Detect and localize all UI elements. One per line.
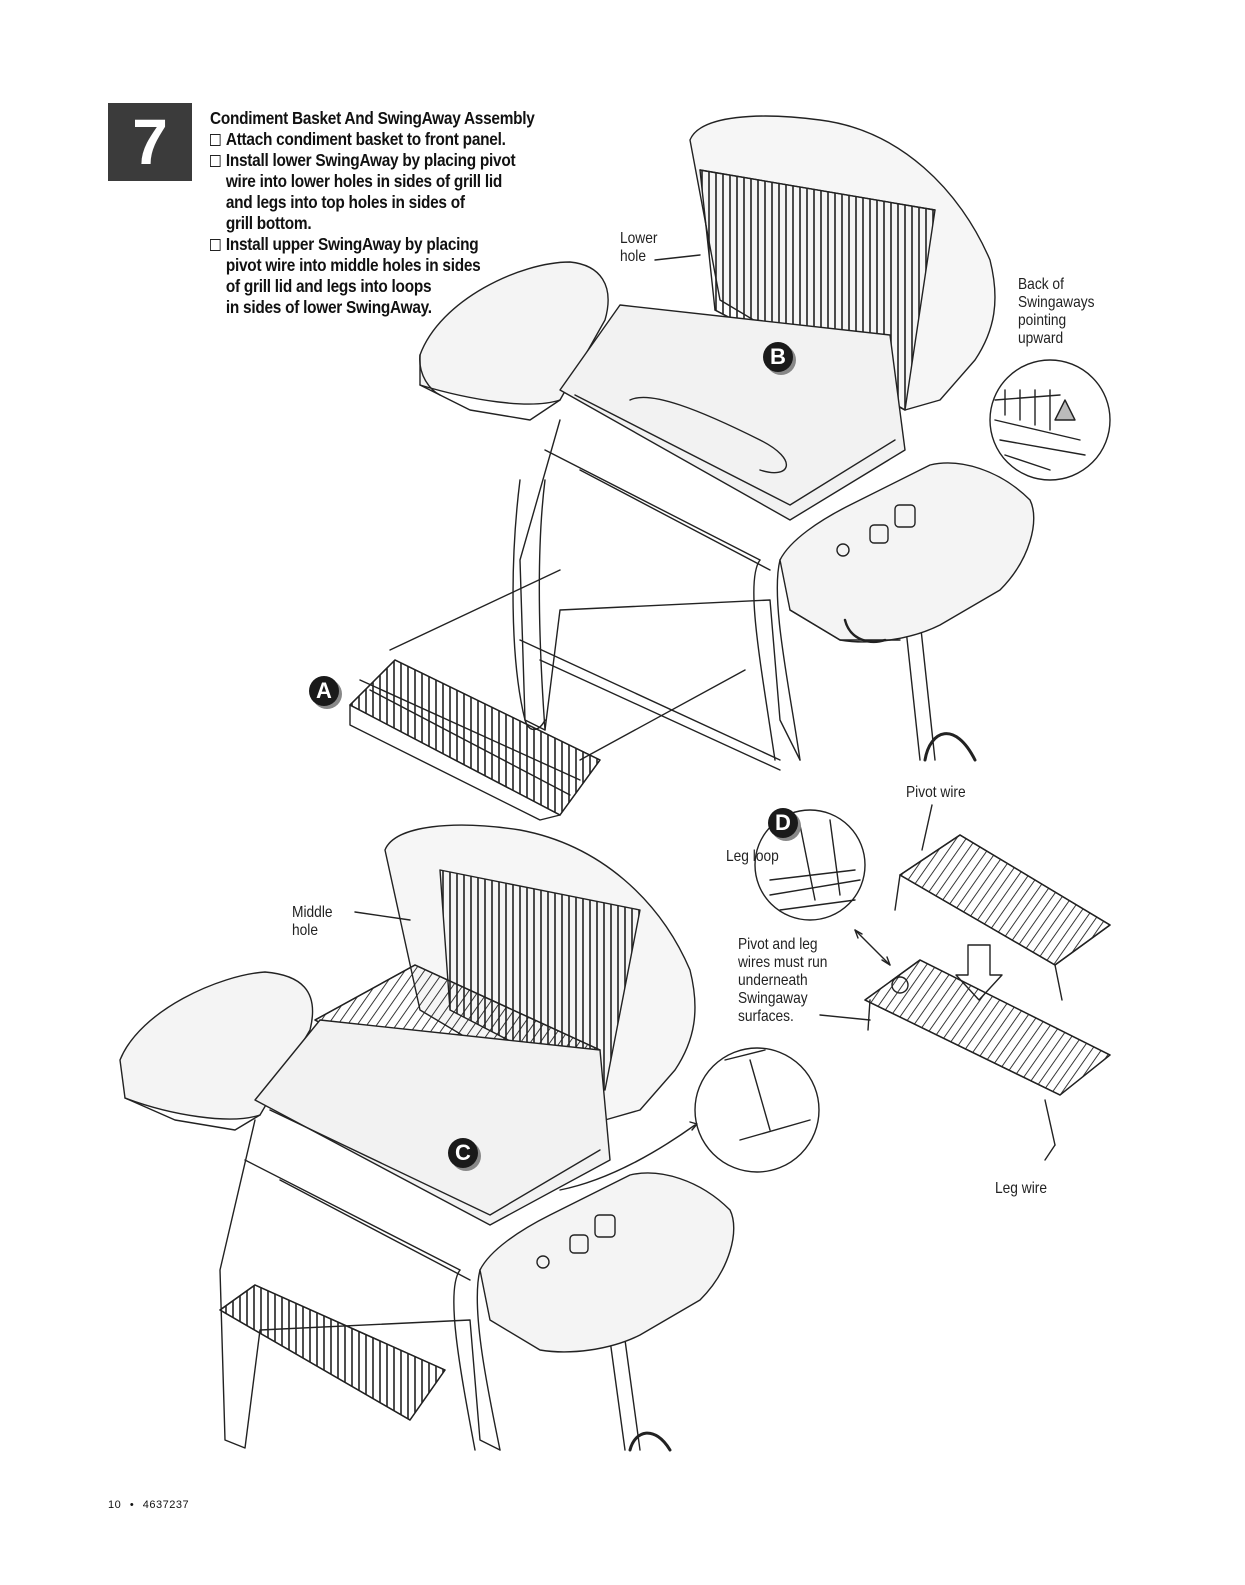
instruction-step-text: Install lower SwingAway by placing pivot… <box>225 150 516 233</box>
instruction-step: Attach condiment basket to front panel. <box>210 129 580 150</box>
instructions-title: Condiment Basket And SwingAway Assembly <box>210 108 535 128</box>
callout-d: D <box>768 808 798 838</box>
callout-b: B <box>763 342 793 372</box>
label-pivot-and-leg-note: Pivot and leg wires must run underneath … <box>738 936 828 1025</box>
swingaway-detail-drawing <box>755 805 1110 1160</box>
footer-separator: • <box>129 1499 135 1511</box>
label-leg-wire: Leg wire <box>995 1180 1048 1197</box>
page-footer: 10 • 4637237 <box>108 1499 189 1511</box>
label-leg-loop: Leg loop <box>726 848 779 865</box>
bottom-grill-drawing <box>120 825 819 1450</box>
condiment-basket-drawing <box>350 660 600 820</box>
top-grill-drawing <box>390 116 1110 770</box>
instruction-step: Install lower SwingAway by placing pivot… <box>210 150 580 234</box>
step-number: 7 <box>132 106 168 178</box>
checkbox-icon <box>210 155 221 167</box>
checkbox-icon <box>210 239 221 251</box>
callout-a: A <box>309 676 339 706</box>
step-number-badge: 7 <box>108 103 192 181</box>
label-lower-hole: Lower hole <box>620 230 658 265</box>
label-back-of-swingaways: Back of Swingaways pointing upward <box>1018 276 1095 347</box>
document-number: 4637237 <box>142 1499 190 1511</box>
instruction-step-text: Install upper SwingAway by placing pivot… <box>225 234 481 317</box>
page-number: 10 <box>108 1499 122 1511</box>
checkbox-icon <box>210 134 221 146</box>
instruction-step: Install upper SwingAway by placing pivot… <box>210 234 580 318</box>
instruction-step-text: Attach condiment basket to front panel. <box>225 129 506 149</box>
label-pivot-wire: Pivot wire <box>906 784 966 801</box>
instructions: Condiment Basket And SwingAway Assembly … <box>210 108 580 318</box>
label-middle-hole: Middle hole <box>292 904 333 939</box>
callout-c: C <box>448 1138 478 1168</box>
